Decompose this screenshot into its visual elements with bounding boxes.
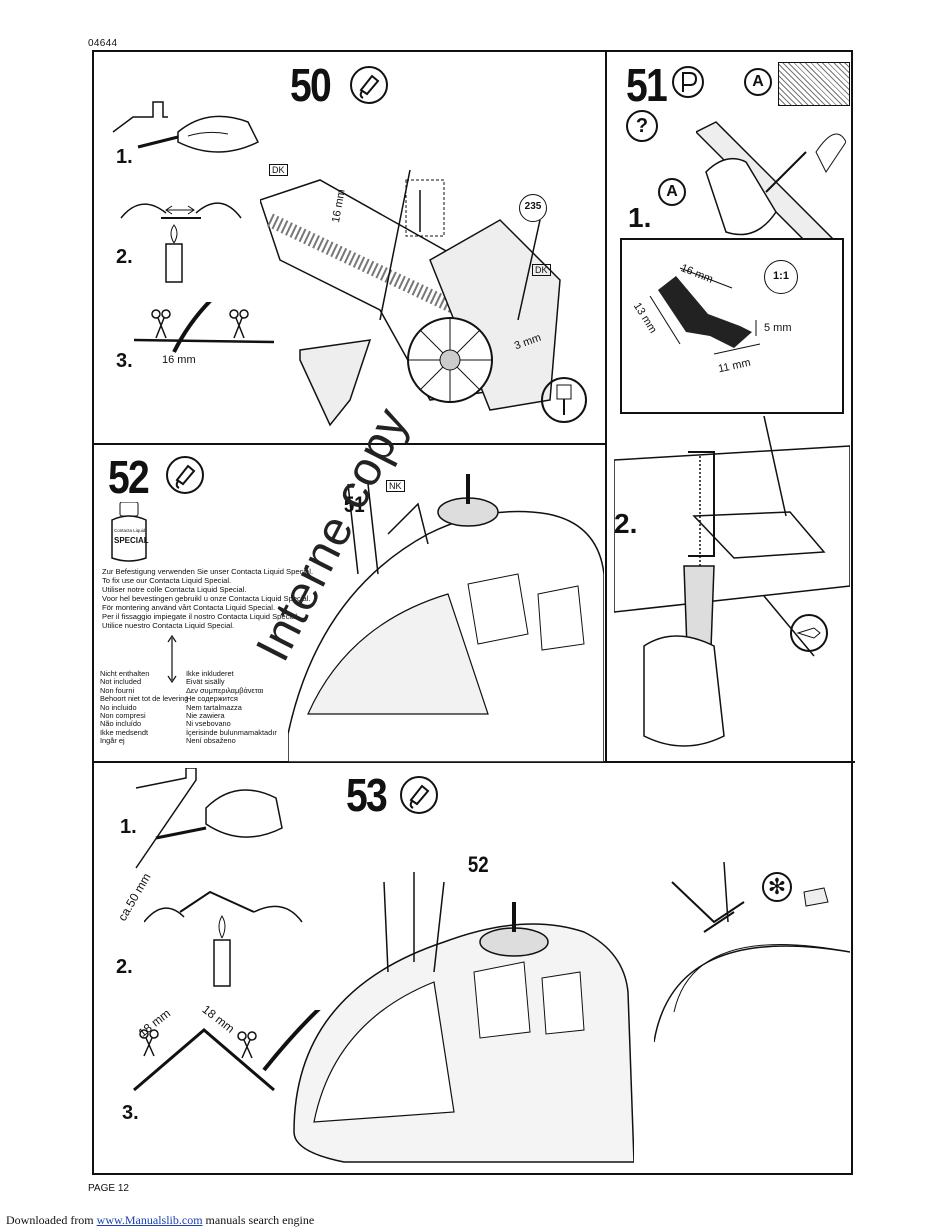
helicopter-tail-illustration [260,169,561,427]
substep-2-label: 2. [116,956,133,978]
glue-tube-icon [400,776,438,814]
scale-1to1-label: 1:1 [764,260,798,294]
not-included-text: Non compresi [100,711,146,721]
substep-3-label: 3. [122,1102,139,1124]
contacta-bottle: Contacta Liquid SPECIAL [108,501,150,562]
decal-mark-nk: NK [386,480,405,492]
saw-cutting-illustration [614,416,850,747]
not-included-text: Δεν συμπεριλαμβάνεται [186,685,264,695]
part-number-51: 51 [343,492,365,517]
not-included-text: Ni vsebovano [186,719,231,729]
not-included-text: Není obsaženo [186,736,236,746]
instruction-line: To fix use our Contacta Liquid Special. [102,576,232,585]
bottle-label-small: Contacta Liquid [114,528,146,533]
stretch-sprue-illustration [120,202,242,283]
cockpit-illustration [288,474,604,762]
template-1to1-box: 1:1 16 mm 13 mm 5 mm 11 mm [620,238,844,414]
part-number-235: 235 [519,194,547,222]
not-included-right: Ikke inkluderet Eivät sisälly Δεν συμπερ… [186,669,277,746]
substep-2-label: 2. [614,508,638,539]
paint-p-icon [672,66,704,98]
instruction-frame: 50 1. 2. 3. 16 mm [92,50,855,1177]
step-53-panel: 53 1. 2. 3. ca.50 mm 18 mm 18 mm [94,762,855,1177]
not-included-text: Ingår ej [100,736,125,746]
ruler-cutting-illustration [696,121,846,242]
measure-5mm: 5 mm [764,322,792,334]
saw-tool-icon [790,614,828,652]
not-included-left: Nicht enthalten Not included Non fourni … [100,669,189,746]
download-footer: Downloaded from www.Manualslib.com manua… [6,1213,314,1228]
not-included-text: Eivät sisälly [186,677,225,687]
double-arrow-icon [167,634,177,684]
not-included-text: Nie zawiera [186,711,225,721]
not-included-text: İçerisinde bulunmamaktadır [186,727,277,737]
step-number: 51 [626,59,668,111]
step-51-panel: 51 A ? 1. A 1:1 16 mm 13 mm 5 mm [606,52,855,762]
mark-a-small-icon: A [658,178,686,206]
page-label: PAGE 12 [88,1183,129,1194]
decal-mark-dk-2: DK [532,264,551,276]
substep-1-label: 1. [628,202,652,233]
not-included-text: Nem tartalmazza [186,702,242,712]
substep-1-label: 1. [120,816,137,838]
footer-prefix: Downloaded from [6,1213,97,1227]
sprue-cutting-illustration [112,101,260,153]
substep-1-label: 1. [116,146,133,168]
step-number: 53 [346,769,388,821]
cockpit-front-illustration [293,872,634,1163]
measure-16mm: 16 mm [162,354,196,366]
part-number-52: 52 [467,852,489,877]
manualslib-link[interactable]: www.Manualslib.com [96,1213,203,1227]
mark-a-icon: A [744,68,772,96]
step-number: 50 [290,59,332,111]
bent-sprue-illustration [133,1010,321,1092]
substep-3-label: 3. [116,350,133,372]
step-50-panel: 50 1. 2. 3. 16 mm [94,52,606,444]
glue-tube-icon [350,66,388,104]
not-included-text: Not included [100,677,142,687]
cut-sprue-illustration [134,302,274,353]
instruction-line: Zur Befestigung verwenden Sie unser Cont… [102,567,314,576]
not-included-text: Behoort niet tot de levering [100,694,189,704]
not-included-text: No incluido [100,702,137,712]
instruction-line: Utilice nuestro Contacta Liquid Special. [102,621,235,630]
sprue-cutting-illustration [135,768,283,869]
step-52-panel: 52 Contacta Liquid SPECIAL Zur Befestigu… [94,444,606,762]
decal-mark-dk: DK [269,164,288,176]
instruction-line: Voor hel bevestingen gebruikl u onze Con… [102,594,311,603]
bottle-label: SPECIAL [114,536,149,545]
not-included-text: Nicht enthalten [100,669,150,678]
template-shape [649,267,761,355]
not-included-text: Не содержится [186,694,238,704]
asterisk-icon: ✻ [762,872,792,902]
instruction-line: Per il fissaggio impiegate il nostro Con… [102,612,300,621]
step-number: 52 [108,451,150,503]
not-included-text: Ikke inkluderet [186,669,234,678]
bottle-shape [111,501,147,562]
footer-suffix: manuals search engine [202,1213,315,1227]
question-icon: ? [626,110,658,142]
document-code: 04644 [88,38,118,49]
transparent-sheet-icon [778,62,850,106]
not-included-text: Ikke medsendt [100,727,149,737]
substep-2-label: 2. [116,246,133,268]
not-included-text: Não incluído [100,719,142,729]
instruction-line: För montering använd vårt Contacta Liqui… [102,603,276,612]
stretch-sprue-illustration [144,890,303,987]
panel-dividers [94,52,855,763]
drill-icon [541,377,587,423]
not-included-text: Non fourni [100,685,135,695]
wiper-detail-illustration [654,862,850,1043]
glue-tube-icon [166,456,204,494]
instruction-line: Utiliser notre colle Contacta Liquid Spe… [102,585,247,594]
